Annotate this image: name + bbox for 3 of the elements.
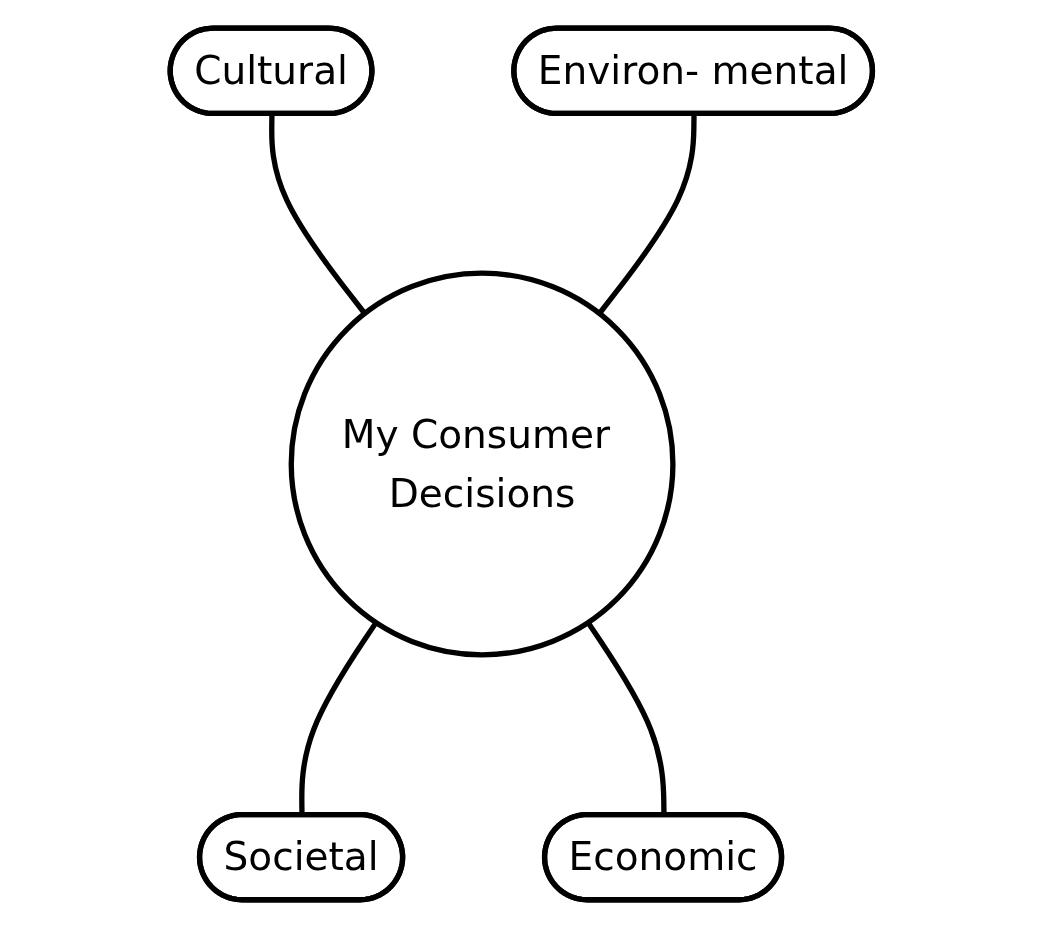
connector — [597, 113, 697, 315]
node-circle: My Consumer Decisions — [288, 270, 676, 657]
connector — [268, 113, 367, 315]
